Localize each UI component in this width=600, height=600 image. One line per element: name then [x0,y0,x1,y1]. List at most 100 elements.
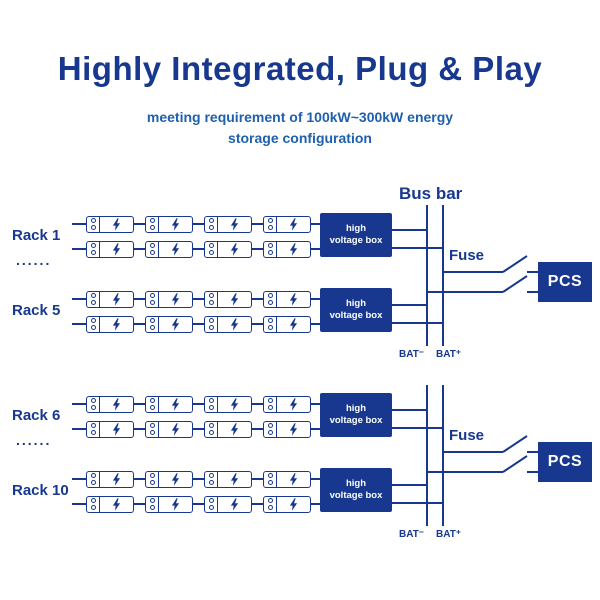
battery-module [204,420,252,438]
battery-cells-icon [205,216,218,232]
lightning-bolt-icon [218,497,251,512]
battery-cells-icon [146,216,159,232]
lightning-bolt-icon [159,242,192,257]
bat-plus-label: BAT⁺ [436,529,462,540]
battery-module [263,495,311,513]
battery-module [204,215,252,233]
battery-cells-icon [87,316,100,332]
lightning-bolt-icon [100,292,133,307]
bat-minus-label: BAT⁻ [399,349,425,360]
high-voltage-box: high voltage box [320,393,392,437]
battery-module [263,290,311,308]
page-title: Highly Integrated, Plug & Play [57,50,543,87]
lightning-bolt-icon [277,317,310,332]
lightning-bolt-icon [277,422,310,437]
lightning-bolt-icon [100,497,133,512]
battery-module [145,420,193,438]
lightning-bolt-icon [218,397,251,412]
battery-module [204,395,252,413]
lightning-bolt-icon [277,497,310,512]
high-voltage-box: high voltage box [320,288,392,332]
lightning-bolt-icon [159,472,192,487]
rack-label-bottom-2: Rack 10 [12,482,69,499]
battery-module [86,240,134,258]
battery-cells-icon [264,216,277,232]
high-voltage-box: high voltage box [320,468,392,512]
rack-label-top-2: Rack 6 [12,407,61,424]
lightning-bolt-icon [100,397,133,412]
battery-cells-icon [264,471,277,487]
lightning-bolt-icon [159,497,192,512]
battery-cells-icon [146,471,159,487]
battery-cells-icon [87,291,100,307]
lightning-bolt-icon [277,217,310,232]
battery-cells-icon [146,291,159,307]
lightning-bolt-icon [100,472,133,487]
battery-cells-icon [87,241,100,257]
battery-row [86,315,311,333]
battery-row [86,240,311,258]
battery-module [86,395,134,413]
battery-cells-icon [264,496,277,512]
battery-row [86,495,311,513]
pcs-box: PCS [538,442,592,482]
lightning-bolt-icon [218,472,251,487]
battery-module [204,495,252,513]
battery-cells-icon [205,316,218,332]
battery-cells-icon [205,471,218,487]
wire-set-top [72,205,538,346]
battery-module [86,495,134,513]
battery-module [86,470,134,488]
battery-cells-icon [146,316,159,332]
subtitle-line-1: meeting requirement of 100kW~300kW energ… [146,109,454,125]
lightning-bolt-icon [159,292,192,307]
battery-module [263,240,311,258]
battery-module [263,215,311,233]
battery-cells-icon [87,471,100,487]
battery-cells-icon [146,396,159,412]
battery-module [263,420,311,438]
rack-ellipsis-2: ...... [16,432,52,448]
lightning-bolt-icon [159,317,192,332]
lightning-bolt-icon [100,422,133,437]
lightning-bolt-icon [277,397,310,412]
battery-module [145,215,193,233]
battery-cells-icon [205,496,218,512]
battery-row [86,470,311,488]
lightning-bolt-icon [159,217,192,232]
battery-module [145,495,193,513]
bat-plus-label: BAT⁺ [436,349,462,360]
battery-cells-icon [146,496,159,512]
battery-module [86,315,134,333]
lightning-bolt-icon [277,472,310,487]
battery-module [204,470,252,488]
battery-cells-icon [205,421,218,437]
wire-set-bottom [72,385,538,526]
battery-cells-icon [264,241,277,257]
lightning-bolt-icon [218,422,251,437]
battery-module [204,240,252,258]
pcs-box: PCS [538,262,592,302]
lightning-bolt-icon [218,242,251,257]
battery-row [86,420,311,438]
battery-cells-icon [205,241,218,257]
battery-module [145,395,193,413]
battery-cells-icon [87,216,100,232]
rack-label-top-1: Rack 1 [12,227,61,244]
battery-module [204,290,252,308]
battery-module [263,315,311,333]
battery-cells-icon [205,396,218,412]
battery-module [86,215,134,233]
battery-module [145,290,193,308]
battery-cells-icon [264,316,277,332]
battery-cells-icon [87,421,100,437]
battery-module [204,315,252,333]
bus-bar-label: Bus bar [399,184,463,203]
battery-cells-icon [264,421,277,437]
battery-cells-icon [87,396,100,412]
lightning-bolt-icon [277,242,310,257]
battery-cells-icon [87,496,100,512]
high-voltage-box: high voltage box [320,213,392,257]
lightning-bolt-icon [159,397,192,412]
